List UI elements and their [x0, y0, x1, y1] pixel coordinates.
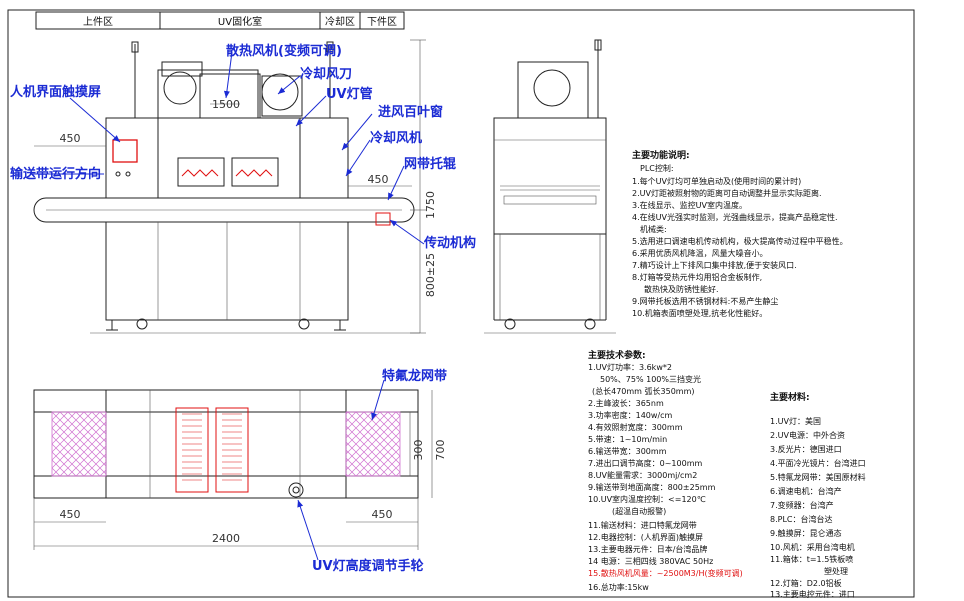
- callout-hmi: 人机界面触摸屏: [10, 84, 101, 100]
- material-line: 7.变频器：台湾产: [770, 500, 834, 510]
- material-line: 11.箱体：t=1.5铁板喷: [770, 554, 853, 564]
- spec-line-highlight: 15.散热风机风量：~2500M3/H(变频可调): [588, 568, 743, 578]
- callout-direction: 输送带运行方向: [10, 166, 101, 182]
- feature-line: 7.精巧设计上下排风口集中排放,便于安装风口.: [632, 260, 797, 270]
- callout-cool-blade: 冷却风刀: [300, 66, 352, 82]
- dim-300: 300: [412, 440, 425, 461]
- spec-line: 2.主峰波长：365nm: [588, 398, 664, 408]
- front-view: [33, 39, 426, 334]
- material-line: 6.调速电机：台湾产: [770, 486, 842, 496]
- material-line: 9.触摸屏：昆仑通态: [770, 528, 842, 538]
- materials-title: 主要材料:: [770, 391, 810, 403]
- material-line: 5.特氟龙网带：美国原材料: [770, 472, 866, 482]
- spec-line: 16.总功率:15kw: [588, 582, 649, 592]
- spec-line: (超温自动报警): [612, 506, 666, 516]
- material-line: 8.PLC：台湾台达: [770, 514, 833, 524]
- callout-cooling-fan: 冷却风机: [370, 130, 422, 146]
- top-view: [33, 389, 433, 550]
- spec-line: 3.功率密度：140w/cm: [588, 410, 673, 420]
- callout-uv-tube: UV灯管: [326, 86, 373, 102]
- spec-line: (总长470mm 弧长350mm): [592, 386, 695, 396]
- material-line: 12.灯箱：D2.0铝板: [770, 578, 842, 588]
- callout-leaders-front: [32, 51, 425, 245]
- feature-line: 机械类:: [640, 224, 667, 234]
- materials-block: 主要材料: 1.UV灯：美国 2.UV电源：中外合资 3.反光片：德国进口 4.…: [770, 391, 866, 599]
- material-line: 塑处理: [824, 566, 848, 576]
- spec-line: 11.输送材料：进口特氟龙网带: [588, 520, 697, 530]
- features-title: 主要功能说明:: [632, 149, 690, 161]
- dim-450-left: 450: [60, 132, 81, 145]
- spec-line: 1.UV灯功率：3.6kw*2: [588, 362, 672, 372]
- material-line: 10.风机：采用台湾电机: [770, 542, 855, 552]
- spec-line: 12.电器控制：(人机界面)触摸屏: [588, 532, 703, 542]
- side-view: [484, 39, 616, 334]
- dim-1500: 1500: [212, 98, 240, 111]
- zone-uv-cure: UV固化室: [218, 15, 262, 28]
- material-line: 13.主要电控元件：进口: [770, 589, 855, 599]
- specs-block: 主要技术参数: 1.UV灯功率：3.6kw*2 50%、75% 100%三挡变光…: [588, 349, 743, 592]
- spec-line: 50%、75% 100%三挡变光: [600, 374, 701, 384]
- dim-800: 800±25: [424, 253, 437, 297]
- dim-1750: 1750: [424, 191, 437, 219]
- spec-line: 8.UV能量需求：3000mj/cm2: [588, 470, 697, 480]
- callout-inlet-louver: 进风百叶窗: [378, 104, 443, 120]
- callout-belt-roller: 网带托辊: [404, 156, 456, 172]
- feature-line: 6.采用优质风机降温，风量大噪音小。: [632, 248, 768, 258]
- feature-line: 4.在线UV光强实时监测，光强曲线显示，提高产品稳定性.: [632, 212, 838, 222]
- dim-2400: 2400: [212, 532, 240, 545]
- sheet-border: [7, 9, 915, 598]
- feature-line: 2.UV灯距被照射物的距离可自动调整并显示实际距离.: [632, 188, 822, 198]
- spec-line: 6.输送带宽：300mm: [588, 446, 667, 456]
- spec-line: 13.主要电器元件：日本/台湾品牌: [588, 544, 707, 554]
- zone-cooling: 冷却区: [325, 15, 355, 28]
- spec-line: 7.进出口调节高度：0~100mm: [588, 458, 702, 468]
- feature-line: 3.在线显示、监控UV室内温度。: [632, 200, 747, 210]
- zone-unload: 下件区: [367, 16, 397, 28]
- dim-700: 700: [434, 440, 447, 461]
- callout-drive: 传动机构: [423, 235, 476, 251]
- callout-fan: 散热风机(变频可调): [226, 43, 342, 59]
- specs-title: 主要技术参数:: [588, 349, 646, 361]
- feature-line: 1.每个UV灯均可单独启动及(使用时间的累计时): [632, 176, 801, 186]
- material-line: 2.UV电源：中外合资: [770, 430, 845, 440]
- feature-line: 10.机箱表面喷塑处理,抗老化性能好。: [632, 308, 767, 318]
- dim-450-right: 450: [368, 173, 389, 186]
- material-line: 4.平面冷光镜片：台湾进口: [770, 458, 866, 468]
- callout-ptfe-belt: 特氟龙网带: [382, 368, 447, 384]
- zone-load: 上件区: [83, 16, 113, 28]
- callout-leaders-top: [297, 379, 385, 561]
- feature-line: 5.选用进口调速电机传动机构，极大提高传动过程中平稳性。: [632, 236, 848, 246]
- feature-line: PLC控制:: [640, 163, 674, 173]
- feature-line: 8.灯箱等受热元件均用铝合金板制作,: [632, 272, 762, 282]
- spec-line: 5.带速：1~10m/min: [588, 435, 667, 444]
- spec-line: 4.有效照射宽度：300mm: [588, 422, 683, 432]
- feature-line: 9.网带托板选用不锈钢材料:不易产生静尘: [632, 296, 778, 306]
- spec-line: 9.输送带到地面高度：800±25mm: [588, 482, 716, 492]
- material-line: 3.反光片：德国进口: [770, 444, 842, 454]
- spec-line: 10.UV室内温度控制：<=120℃: [588, 494, 706, 504]
- material-line: 1.UV灯：美国: [770, 416, 821, 426]
- spec-line: 14 电源：三相四线 380VAC 50Hz: [588, 556, 713, 566]
- dim-450-top-right: 450: [372, 508, 393, 521]
- dim-450-top-left: 450: [60, 508, 81, 521]
- feature-line: 散热快及防锈性能好.: [644, 284, 719, 294]
- callout-height-wheel: UV灯高度调节手轮: [312, 558, 424, 574]
- features-block: 主要功能说明: PLC控制: 1.每个UV灯均可单独启动及(使用时间的累计时) …: [632, 149, 848, 318]
- zone-header: 上件区 UV固化室 冷却区 下件区: [35, 11, 405, 30]
